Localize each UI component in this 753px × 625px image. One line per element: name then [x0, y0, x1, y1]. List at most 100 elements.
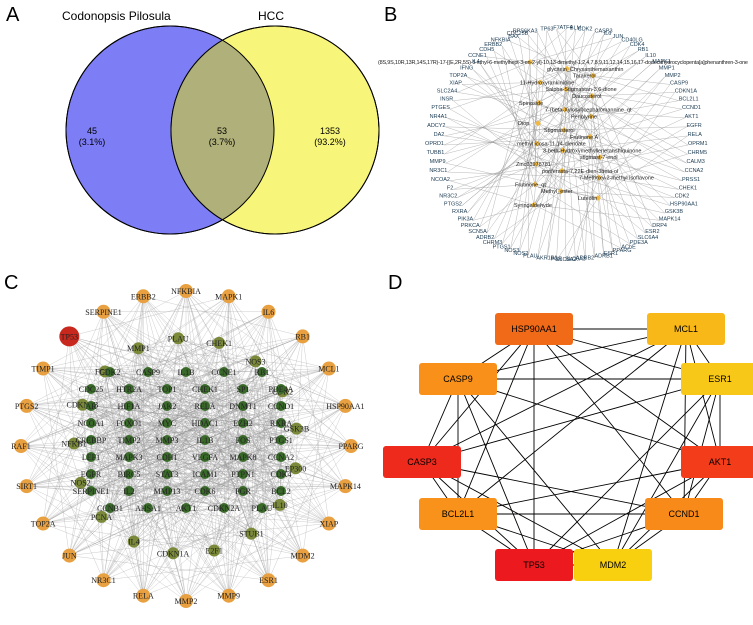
- network-b-target-label: IFNG: [460, 66, 473, 72]
- network-b-edge: [445, 162, 599, 199]
- network-b-target-label: CCND1: [682, 105, 701, 111]
- network-c-edge: [223, 445, 352, 509]
- network-b-edge: [444, 109, 566, 137]
- panel-c: C NFKBIAMAPK1IL6RB1MCL1HSP90AA1PPARGMAPK…: [4, 272, 364, 608]
- hub-node-casp9: [419, 363, 497, 395]
- network-b-edge: [561, 144, 689, 171]
- network-c-edge: [223, 368, 329, 373]
- network-b-edge: [534, 69, 659, 185]
- network-b-edge: [453, 89, 567, 101]
- network-c-edge: [302, 336, 330, 524]
- network-c-edge: [69, 490, 206, 556]
- hub-node-label: CASP9: [443, 374, 473, 384]
- network-c-edge: [80, 473, 244, 483]
- network-c-node-label: PDE4A: [269, 385, 294, 394]
- network-b-edge: [566, 68, 679, 101]
- hub-node-label: BCL2L1: [442, 509, 475, 519]
- network-c-edge: [20, 405, 130, 447]
- network-c-node: [105, 367, 115, 377]
- network-b-target-label: CCNE1: [468, 53, 487, 59]
- network-c-edge: [128, 439, 252, 534]
- network-c-node: [213, 336, 226, 349]
- network-b-edge: [533, 204, 622, 249]
- network-b-compound-label: Taraxerol: [573, 74, 596, 80]
- network-b-target-label: RELA: [688, 132, 703, 138]
- hub-edge: [683, 328, 687, 515]
- network-c-node-label: GSK3B: [284, 425, 309, 434]
- network-b-target-label: CHRM3: [483, 240, 503, 246]
- network-c-node-label: E2F1: [206, 547, 223, 556]
- network-b-target-label: MMP1: [659, 66, 675, 72]
- network-b-compound-label: 3-beta-Hydroxymethyllenetanshiquinone: [543, 148, 641, 154]
- network-c-edge: [204, 388, 281, 506]
- network-b-target-label: MAPK14: [659, 216, 681, 222]
- network-c-node: [257, 503, 267, 513]
- network-b-edge: [534, 32, 538, 185]
- network-b-edge: [444, 135, 601, 158]
- network-b-edge: [467, 123, 539, 214]
- network-b-edge: [502, 46, 535, 205]
- network-c-edge: [90, 439, 130, 458]
- network-b-edge: [529, 37, 613, 63]
- network-c-edge: [133, 371, 187, 542]
- network-b-target-label: CHRM5: [688, 150, 708, 156]
- network-c-node-label: HTR2A: [116, 385, 142, 394]
- network-b-target-label: AKT1: [685, 114, 699, 120]
- network-b-target-label: NR3C2: [439, 194, 457, 200]
- network-b-edges: [443, 28, 689, 261]
- network-c-edge: [101, 516, 303, 556]
- network-c-node-label: CCNA2: [268, 453, 294, 462]
- hub-node-label: HSP90AA1: [511, 324, 557, 334]
- network-c-edge: [185, 456, 282, 509]
- network-b-edge: [528, 34, 537, 165]
- network-c-edge: [104, 371, 296, 469]
- network-c-node-label: LEF1: [82, 453, 100, 462]
- network-c-edge: [166, 342, 220, 407]
- network-c-edge: [20, 296, 144, 447]
- network-c-edge: [173, 490, 282, 554]
- network-c-node-label: PCNA: [91, 513, 113, 522]
- network-c-node-label: STUB1: [239, 530, 263, 539]
- venn-right-pct: (93.2%): [314, 137, 346, 147]
- network-b-target-label: MMP2: [665, 73, 681, 79]
- network-c-node: [86, 401, 96, 411]
- venn-overlap-region: [171, 26, 274, 234]
- network-c-node-label: NOS2: [71, 479, 91, 488]
- hub-edge: [533, 328, 685, 515]
- network-b-edge: [564, 109, 576, 261]
- network-b-edge: [534, 184, 630, 244]
- network-c-edge: [90, 348, 139, 441]
- network-c-node-label: CCND1: [268, 402, 294, 411]
- network-c-edge: [43, 290, 187, 369]
- network-c-edge: [185, 507, 252, 534]
- hub-node-label: MCL1: [674, 324, 698, 334]
- network-c-edge: [178, 338, 206, 407]
- network-c-edge: [279, 368, 330, 505]
- network-b-target-label: GSK3B: [665, 209, 684, 215]
- network-b-target-label: TOP2A: [449, 73, 467, 79]
- network-b-edge: [467, 76, 564, 151]
- network-b-edge: [589, 109, 683, 137]
- network-c-node-label: IL6: [263, 308, 275, 317]
- network-b-edge: [546, 68, 568, 260]
- network-c-edge: [280, 388, 352, 447]
- network-c-node: [14, 439, 28, 453]
- network-b-compound-node: [590, 72, 596, 79]
- network-c-node-label: AKT1: [176, 504, 196, 513]
- network-c-edge: [90, 290, 187, 458]
- network-b-edge: [538, 102, 683, 181]
- network-c-node: [273, 498, 286, 511]
- network-c-edge: [43, 405, 244, 524]
- network-c-edge: [128, 456, 282, 475]
- hub-edge: [533, 378, 721, 566]
- network-c-edge: [138, 348, 329, 369]
- network-c-node-label: CDKN1A: [157, 549, 190, 558]
- network-b-edge: [533, 204, 659, 221]
- network-c-node-label: AR: [85, 402, 97, 411]
- network-c-edge: [128, 290, 187, 441]
- network-b-target-label: PGR: [550, 257, 562, 263]
- network-c-edge: [90, 388, 283, 392]
- network-c-edge: [74, 443, 282, 475]
- network-b-edge: [561, 32, 595, 171]
- network-c-nodes: NFKBIAMAPK1IL6RB1MCL1HSP90AA1PPARGMAPK14…: [11, 284, 364, 608]
